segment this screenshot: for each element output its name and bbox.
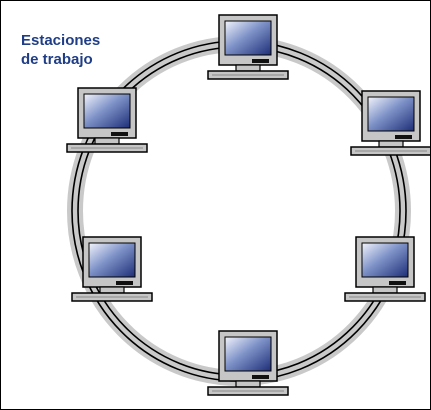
workstation-bottom xyxy=(207,330,289,396)
label-line-1: Estaciones xyxy=(21,32,101,49)
computer-icon xyxy=(207,330,289,396)
computer-icon xyxy=(66,87,148,153)
computer-icon xyxy=(344,236,426,302)
label-line-2: de trabajo xyxy=(21,51,93,68)
workstations-label: Estaciones de trabajo xyxy=(21,31,100,69)
computer-icon xyxy=(71,236,153,302)
workstation-lower-left xyxy=(71,236,153,302)
workstation-lower-right xyxy=(344,236,426,302)
workstation-upper-right xyxy=(350,90,430,156)
workstation-top xyxy=(207,14,289,80)
computer-icon xyxy=(207,14,289,80)
workstation-upper-left xyxy=(66,87,148,153)
computer-icon xyxy=(350,90,430,156)
